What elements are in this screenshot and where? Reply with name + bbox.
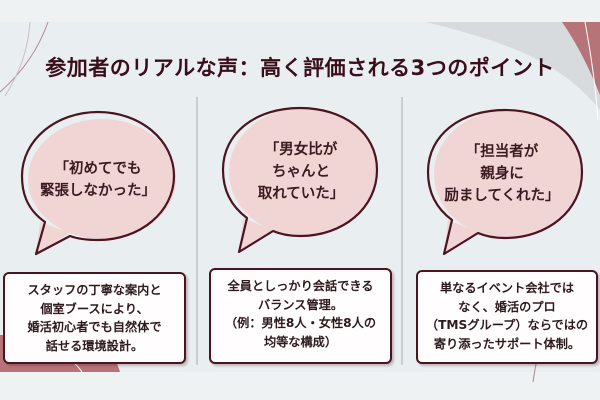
bubble-quote: 「男女比が ちゃんと 取れていた」 bbox=[257, 142, 345, 202]
speech-bubble-icon bbox=[221, 106, 379, 254]
description-card: 全員としっかり会話できる バランス管理。 （例：男性8人・女性8人の 均等な構成… bbox=[209, 268, 392, 364]
description-card: スタッフの丁寧な案内と 個室ブースにより、 婚活初心者でも自然体で 話せる環境設… bbox=[3, 272, 186, 364]
bubble-quote: 「初めてでも 緊張しなかった」 bbox=[40, 161, 156, 199]
panel-divider bbox=[196, 97, 198, 365]
point-panel-1: 「初めてでも 緊張しなかった」 スタッフの丁寧な案内と 個室ブースにより、 婚活… bbox=[0, 100, 196, 370]
panel-divider bbox=[401, 97, 403, 365]
point-panel-2: 「男女比が ちゃんと 取れていた」 全員としっかり会話できる バランス管理。 （… bbox=[203, 100, 399, 370]
speech-bubble-icon bbox=[20, 110, 176, 256]
speech-bubble-icon bbox=[426, 108, 584, 256]
bubble-quote: 「担当者が 親身に 励ましてくれた」 bbox=[444, 144, 560, 204]
point-panel-3: 「担当者が 親身に 励ましてくれた」 単なるイベント会社では なく、婚活のプロ … bbox=[404, 100, 600, 370]
description-card: 単なるイベント会社では なく、婚活のプロ （TMSグループ）ならではの 寄り添っ… bbox=[416, 270, 598, 364]
page-title: 参加者のリアルな声：高く評価される3つのポイント bbox=[45, 56, 555, 80]
